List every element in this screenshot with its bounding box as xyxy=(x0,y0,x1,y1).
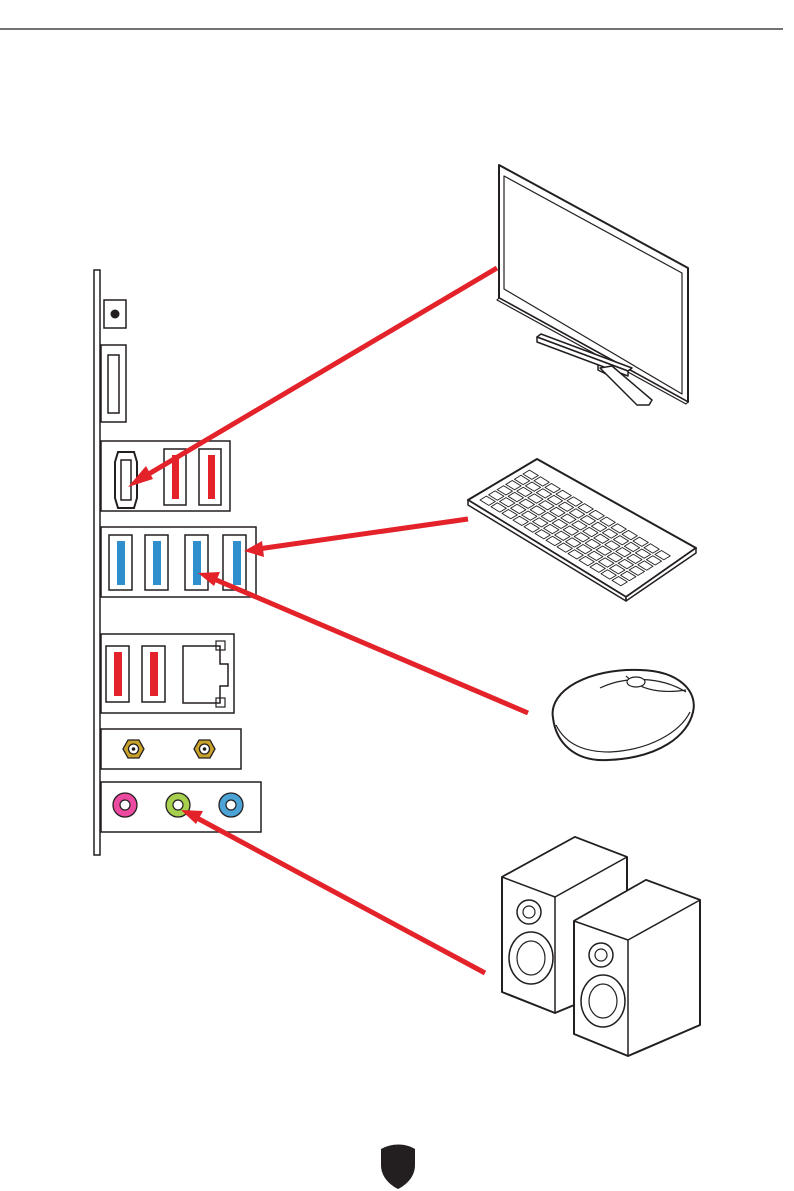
displayport-port-icon xyxy=(101,345,126,422)
arrow-monitor-to-hdmi xyxy=(128,268,497,487)
audio-block xyxy=(101,782,261,832)
monitor-icon xyxy=(497,165,688,405)
keyboard-icon xyxy=(468,459,696,601)
audio-mic-jack xyxy=(219,793,243,817)
arrow-mouse-to-usb xyxy=(198,572,528,713)
antenna-connector-1 xyxy=(123,740,144,758)
usb-lan-block xyxy=(101,634,234,713)
audio-line-in-jack xyxy=(113,793,137,817)
clear-cmos-button-icon xyxy=(104,300,126,328)
speakers-icon xyxy=(502,837,700,1056)
arrow-keyboard-to-usb xyxy=(244,519,468,557)
mouse-icon xyxy=(553,670,694,760)
arrow-speakers-to-audio xyxy=(181,810,485,973)
connection-arrows xyxy=(128,268,528,973)
hdmi-usb-block xyxy=(101,441,230,511)
rear-io-panel-icon xyxy=(94,270,261,855)
antenna-connector-2 xyxy=(194,740,215,758)
shield-logo-icon xyxy=(381,1145,415,1190)
lan-port xyxy=(183,646,228,703)
antenna-block xyxy=(101,729,241,769)
